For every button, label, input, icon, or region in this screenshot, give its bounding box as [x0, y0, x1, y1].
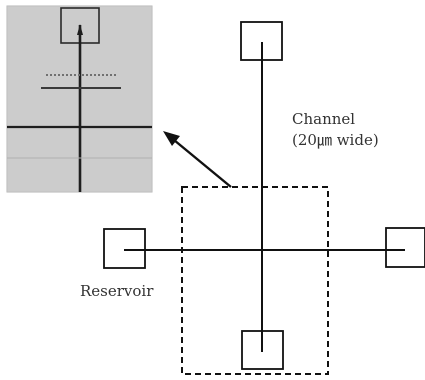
reservoir-right: [385, 227, 425, 268]
micrograph-channel-tip: [77, 24, 83, 35]
zoom-arrow-shaft: [173, 139, 232, 188]
reservoir-label: Reservoir: [80, 282, 154, 300]
reservoir-left: [103, 228, 146, 269]
channel-label-line2: (20㎛ wide): [292, 131, 379, 149]
zoom-arrow-head: [163, 131, 180, 146]
channel-label-line1: Channel: [292, 110, 355, 128]
micrograph-inset: [6, 5, 153, 193]
zoom-arrow: [163, 131, 232, 188]
zoom-region-box: [181, 186, 329, 375]
